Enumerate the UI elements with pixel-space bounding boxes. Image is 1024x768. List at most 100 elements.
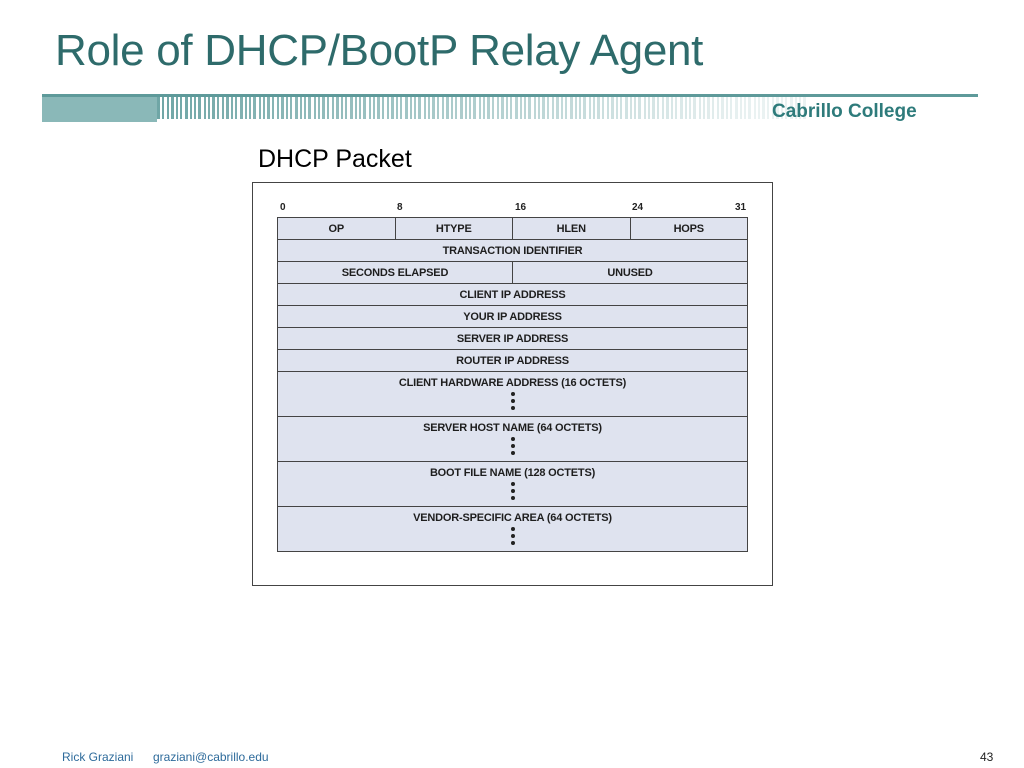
field-htype: HTYPE [394,217,513,240]
banner-stripe [212,97,215,119]
banner-stripe [162,97,164,119]
packet-row: SECONDS ELAPSED UNUSED [277,261,748,284]
field-hops: HOPS [629,217,748,240]
banner-stripe [418,97,421,119]
packet-row: CLIENT IP ADDRESS [277,283,748,306]
banner-stripe [547,97,549,119]
banner-stripe [267,97,270,119]
packet-row: OP HTYPE HLEN HOPS [277,217,748,240]
field-transaction-identifier: TRANSACTION IDENTIFIER [277,239,748,262]
banner-stripe [528,97,531,119]
banner-stripe [469,97,471,119]
banner-stripe [322,97,325,119]
banner-stripe [290,97,292,119]
banner-stripe [253,97,256,119]
banner-stripe [699,97,701,119]
banner-stripe [400,97,402,119]
banner-stripe [717,97,719,119]
banner-stripe [281,97,284,119]
banner-stripe [295,97,298,119]
banner-stripe [157,97,160,119]
field-server-ip-address: SERVER IP ADDRESS [277,327,748,350]
banner-stripe [446,97,449,119]
banner-stripe [479,97,481,119]
continuation-dots-icon [510,437,515,455]
banner-stripe [308,97,311,119]
banner-stripe [589,97,591,119]
banner-stripe [167,97,169,119]
packet-row: CLIENT HARDWARE ADDRESS (16 OCTETS) [277,371,748,417]
bit-label-16: 16 [515,202,527,213]
field-boot-file-name: BOOT FILE NAME (128 OCTETS) [277,461,748,507]
banner-stripe [286,97,288,119]
banner-stripe [465,97,467,119]
banner-stripe [208,97,210,119]
banner-stripe [451,97,453,119]
banner-stripe [396,97,398,119]
banner-stripe [377,97,380,119]
bit-label-0: 0 [280,202,286,213]
banner-stripe [644,97,646,119]
banner-stripe [424,97,426,119]
banner-stripe [171,97,174,119]
banner-stripe [387,97,389,119]
banner-stripe [575,97,577,119]
banner-stripe [620,97,622,119]
banner-stripe [272,97,274,119]
banner-stripe [314,97,316,119]
banner-stripe [689,97,691,119]
field-unused: UNUSED [512,261,748,284]
banner-stripe [336,97,339,119]
banner-stripe [245,97,247,119]
banner-stripe [363,97,366,119]
banner-stripe [648,97,650,119]
banner-stripe [249,97,251,119]
field-label: CLIENT HARDWARE ADDRESS (16 OCTETS) [398,377,627,389]
banner-stripe [369,97,371,119]
banner-stripe [657,97,659,119]
banner-stripe [744,97,746,119]
banner-stripe [790,97,793,119]
banner-stripe [565,97,567,119]
banner-stripe [510,97,512,119]
banner-stripe [432,97,435,119]
banner-stripe [570,97,573,119]
banner-stripe [231,97,233,119]
footer-email-link[interactable]: graziani@cabrillo.edu [153,750,269,764]
field-label: VENDOR-SPECIFIC AREA (64 OCTETS) [413,512,612,524]
banner-stripe [693,97,696,119]
banner-stripe [652,97,655,119]
banner-stripe [634,97,636,119]
packet-row: ROUTER IP ADDRESS [277,349,748,372]
banner-stripe [410,97,412,119]
banner-stripe [748,97,751,119]
packet-row: YOUR IP ADDRESS [277,305,748,328]
banner-stripe [355,97,357,119]
banner-stripe [552,97,554,119]
banner-stripe [556,97,559,119]
field-your-ip-address: YOUR IP ADDRESS [277,305,748,328]
field-seconds-elapsed: SECONDS ELAPSED [277,261,513,284]
banner-stripe [327,97,329,119]
banner-stripe [359,97,361,119]
banner-stripe [735,97,738,119]
packet-row: BOOT FILE NAME (128 OCTETS) [277,461,748,507]
banner-stripe [483,97,485,119]
banner-stripe [671,97,673,119]
continuation-dots-icon [510,392,515,410]
banner-stripe [345,97,347,119]
banner-stripe [593,97,595,119]
field-server-host-name: SERVER HOST NAME (64 OCTETS) [277,416,748,462]
field-label: BOOT FILE NAME (128 OCTETS) [429,467,596,479]
banner-stripe [740,97,742,119]
field-vendor-specific-area: VENDOR-SPECIFIC AREA (64 OCTETS) [277,506,748,552]
banner-stripe [455,97,457,119]
banner-stripe [222,97,224,119]
banner-stripe [785,97,787,119]
banner-stripe [675,97,677,119]
banner-stripe [226,97,229,119]
banner-stripe [185,97,188,119]
banner-stripe [492,97,494,119]
banner-stripe [487,97,490,119]
banner-stripe [583,97,586,119]
